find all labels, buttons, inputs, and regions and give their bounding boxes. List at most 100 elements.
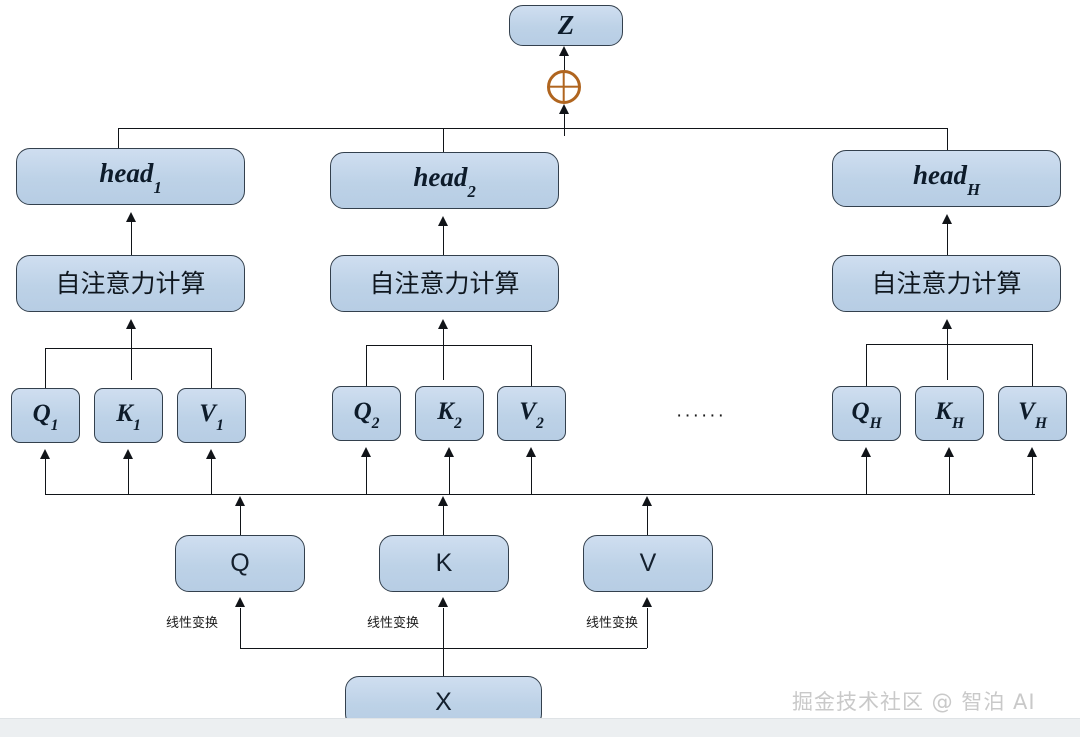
qkv2-bracket-bar: [366, 345, 532, 346]
head-node-2-label: head2: [413, 162, 476, 201]
arrowhead-feed-v2: [525, 447, 536, 457]
connector-projv-to-bus: [647, 506, 648, 535]
qkv-node-k2: K2: [415, 386, 484, 441]
projection-node-k-label: K: [435, 549, 453, 577]
output-node-z-label: Z: [557, 10, 575, 40]
connector-qkv1-riser: [131, 348, 132, 380]
connector-qkv2-riser-stub: [443, 329, 444, 349]
arrowhead-feed-q1: [39, 449, 50, 459]
connector-attn1-to-head1: [131, 222, 132, 255]
head-collect-bus: [118, 128, 948, 129]
qkvh-bracket-right: [1032, 344, 1033, 386]
qkv-node-k1-label: K1: [116, 399, 141, 435]
projection-node-q: Q: [175, 535, 305, 592]
projection-node-v: V: [583, 535, 713, 592]
connector-qkv1-riser-stub: [131, 329, 132, 349]
output-node-z: Z: [509, 5, 623, 46]
connector-x-to-spread: [443, 648, 444, 676]
projection-node-q-label: Q: [230, 549, 250, 577]
linear-transform-caption-q: 线性变换: [166, 616, 219, 631]
head-node-2: head2: [330, 152, 559, 209]
qkvh-bracket-left: [866, 344, 867, 386]
connector-bus-riser: [564, 114, 565, 130]
connector-attn2-to-head2: [443, 226, 444, 255]
projection-node-v-label: V: [639, 549, 657, 577]
circled-plus-ring: [547, 70, 581, 104]
ellipsis-between-heads: ······: [676, 405, 726, 426]
arrowhead-feed-k2: [443, 447, 454, 457]
qkv-node-k2-label: K2: [437, 397, 462, 433]
linear-transform-caption-v: 线性变换: [586, 616, 639, 631]
bus-drop-head-h: [947, 128, 948, 150]
attention-node-2-label: 自注意力计算: [369, 269, 520, 298]
qkv-node-q2-label: Q2: [353, 397, 380, 433]
qkv2-bracket-right: [531, 345, 532, 386]
arrowhead-feed-kh: [943, 447, 954, 457]
head-node-h-label: headH: [912, 160, 981, 199]
qkv-node-v2-label: V2: [519, 397, 544, 433]
attention-node-1-label: 自注意力计算: [55, 269, 206, 298]
arrowhead-attn2-to-head2: [437, 216, 448, 226]
projection-node-k: K: [379, 535, 509, 592]
arrowhead-bus-to-plus: [558, 104, 569, 114]
circled-plus-icon: [547, 70, 581, 104]
arrowhead-feed-qh: [860, 447, 871, 457]
qkv-node-qh: QH: [832, 386, 901, 441]
connector-projk-to-bus: [443, 506, 444, 535]
feed-line-vh: [1032, 457, 1033, 494]
connector-attnh-to-headh: [947, 224, 948, 255]
head-node-1-label: head1: [99, 158, 162, 197]
arrowhead-attnh-to-headh: [941, 214, 952, 224]
qkv1-bracket-bar: [45, 348, 212, 349]
qkv-node-k1: K1: [94, 388, 163, 443]
arrowhead-qkvh-to-attnh: [941, 319, 952, 329]
qkv1-bracket-right: [211, 348, 212, 388]
attention-node-h-label: 自注意力计算: [871, 269, 1022, 298]
feed-line-k2: [449, 457, 450, 494]
qkv2-bracket-left: [366, 345, 367, 386]
qkv-node-q1: Q1: [11, 388, 80, 443]
qkv-distribution-bus: [45, 494, 1035, 495]
page-bottom-strip: [0, 718, 1080, 737]
qkv-node-q1-label: Q1: [32, 399, 59, 435]
arrowhead-projv-to-bus: [641, 496, 652, 506]
arrowhead-projk-to-bus: [437, 496, 448, 506]
connector-qkv2-riser: [443, 348, 444, 380]
connector-qkvh-riser: [947, 348, 948, 380]
qkv-node-v1-label: V1: [199, 399, 224, 435]
head-node-1: head1: [16, 148, 245, 205]
qkv-node-v2: V2: [497, 386, 566, 441]
qkv-node-q2: Q2: [332, 386, 401, 441]
feed-line-k1: [128, 459, 129, 494]
qkv-node-vh-label: VH: [1018, 397, 1048, 433]
connector-qkvh-riser-stub: [947, 329, 948, 349]
feed-line-v1: [211, 459, 212, 494]
arrowhead-qkv2-to-attn2: [437, 319, 448, 329]
qkv-node-qh-label: QH: [851, 397, 882, 433]
linear-line-k: [443, 608, 444, 668]
linear-transform-caption-k: 线性变换: [367, 616, 420, 631]
arrowhead-qkv1-to-attn1: [125, 319, 136, 329]
arrowhead-attn1-to-head1: [125, 212, 136, 222]
connector-bus-to-plus: [564, 128, 565, 136]
arrowhead-linear-v: [641, 597, 652, 607]
attention-node-2: 自注意力计算: [330, 255, 559, 312]
qkvh-bracket-bar: [866, 344, 1033, 345]
feed-line-kh: [949, 457, 950, 494]
qkv1-bracket-left: [45, 348, 46, 388]
linear-line-q: [240, 608, 241, 648]
arrowhead-plus-to-z: [558, 46, 569, 56]
qkv-node-v1: V1: [177, 388, 246, 443]
head-node-h: headH: [832, 150, 1061, 207]
bus-drop-head-2: [443, 128, 444, 153]
arrowhead-feed-k1: [122, 449, 133, 459]
arrowhead-feed-vh: [1026, 447, 1037, 457]
qkv-node-vh: VH: [998, 386, 1067, 441]
circled-plus-vertical-bar: [562, 72, 565, 102]
connector-plus-to-z: [564, 56, 565, 71]
connector-projq-to-bus: [240, 506, 241, 535]
arrowhead-linear-k: [437, 597, 448, 607]
feed-line-qh: [866, 457, 867, 494]
feed-line-q1: [45, 459, 46, 494]
linear-line-v: [647, 608, 648, 648]
